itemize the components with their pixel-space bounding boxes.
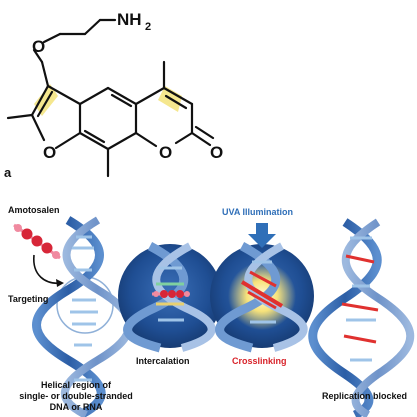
atom-nh2: NH (117, 10, 142, 29)
uva-arrow (248, 223, 276, 248)
helical-region-label-line2: single- or double-stranded (19, 391, 133, 401)
amotosalen-structure (6, 18, 215, 178)
helical-region-label-line1: Helical region of (40, 380, 111, 390)
targeting-label: Targeting (8, 294, 49, 304)
panel-letter: a (4, 165, 12, 180)
amotosalen-beads (13, 223, 61, 260)
crosslinking-circle (210, 242, 314, 353)
atom-lactone-o: O (159, 143, 172, 162)
targeting-arrowhead (56, 279, 64, 287)
crosslinking-label: Crosslinking (232, 356, 287, 366)
intercalation-label: Intercalation (136, 356, 190, 366)
blocked-helix (308, 218, 415, 417)
atom-furan-o: O (43, 143, 56, 162)
replication-blocked-label: Replication blocked (322, 391, 408, 401)
intercalation-circle (118, 242, 222, 353)
atom-ether-o: O (32, 37, 45, 56)
targeting-arrow (33, 254, 63, 284)
helical-region-label-line3: DNA or RNA (49, 402, 103, 412)
uva-illumination-label: UVA Illumination (222, 207, 293, 217)
amotosalen-label: Amotosalen (8, 205, 60, 215)
atom-nh2-subscript: 2 (145, 21, 151, 33)
atom-carbonyl-o: O (210, 143, 223, 162)
